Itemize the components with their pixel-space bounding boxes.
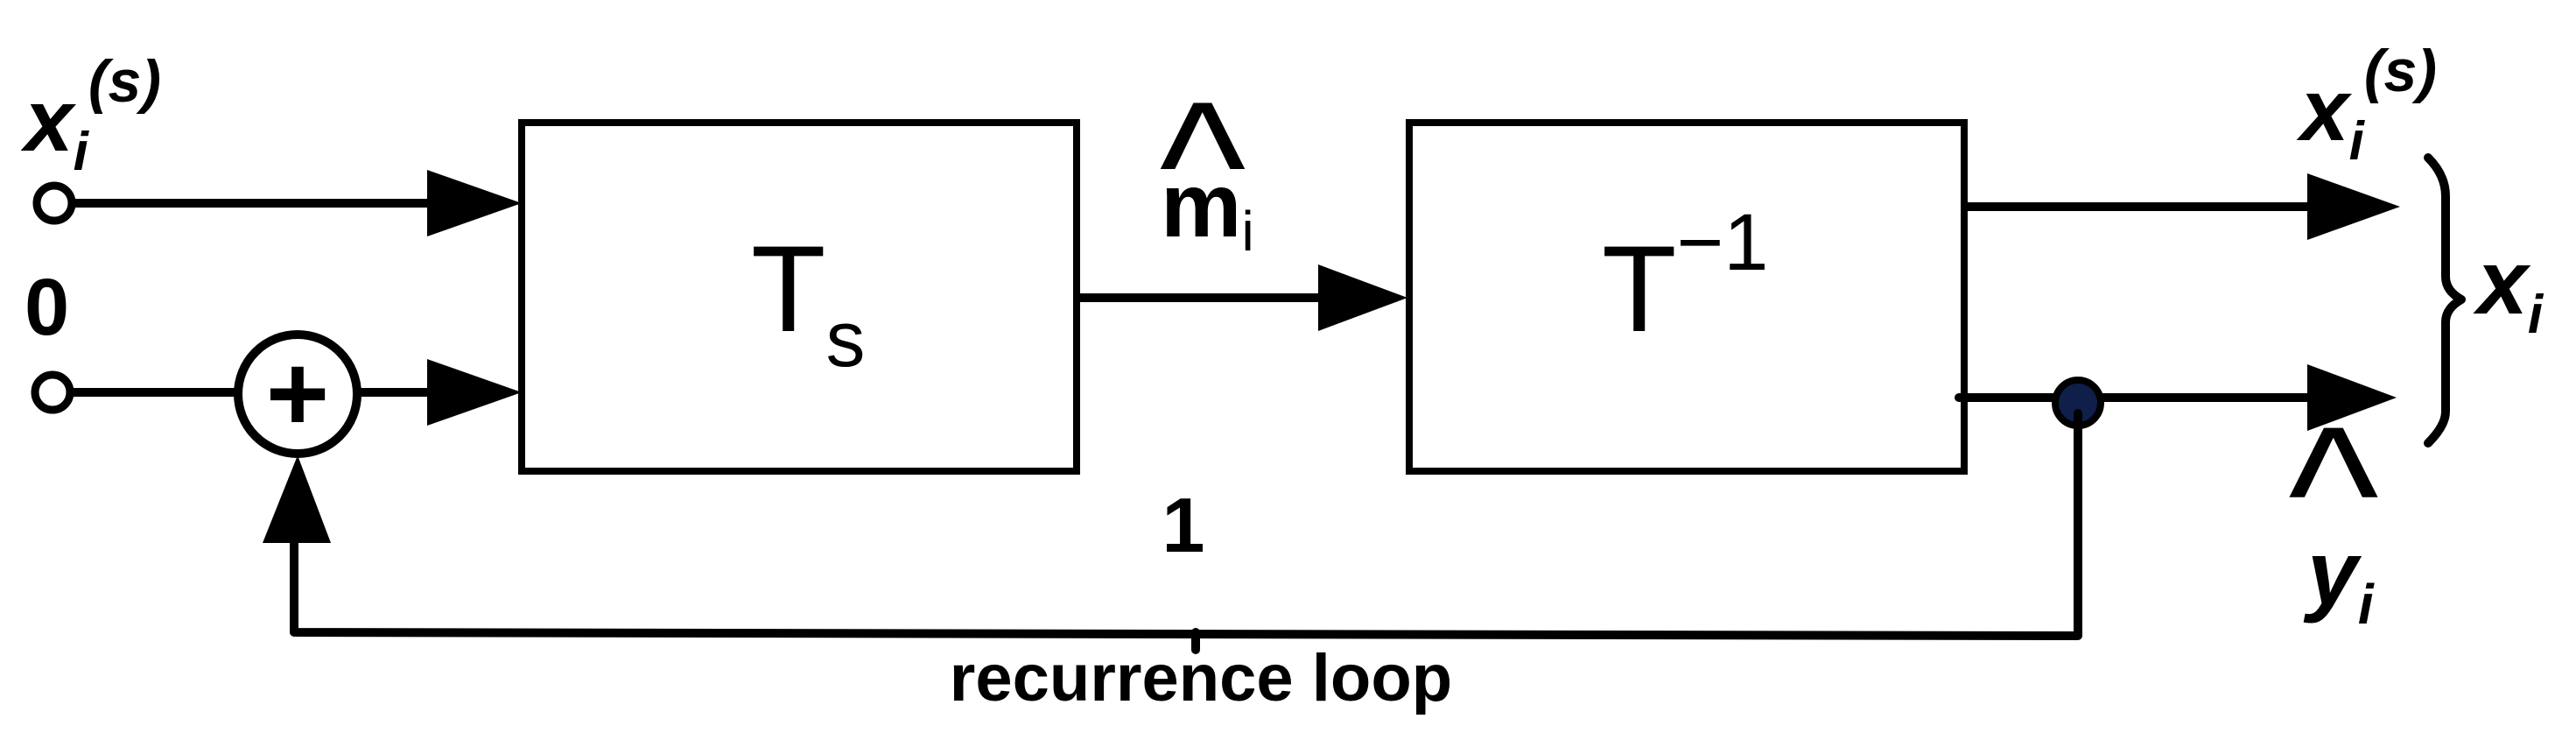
input-terminal-top	[32, 181, 76, 225]
output-brace	[2424, 153, 2466, 448]
block-ts-main: T	[751, 220, 826, 357]
output-bottom-sub: i	[2358, 573, 2375, 636]
mid-signal-hat: ^	[1160, 63, 1246, 269]
output-bottom-hat: ^	[2288, 386, 2378, 602]
mid-signal-var: m	[1161, 155, 1241, 257]
input-top-label: xi (s)	[20, 48, 161, 182]
block-tinv-main: T	[1602, 220, 1677, 357]
input-top-var: x	[20, 72, 76, 170]
block-ts-label: Ts	[751, 220, 866, 384]
feedback-loop-wire	[290, 409, 2082, 640]
block-tinv-label: T−1	[1602, 198, 1768, 357]
output-bottom-var: y	[2303, 523, 2362, 624]
input-top-arrowhead	[427, 170, 522, 236]
input-top-sup: (s)	[88, 48, 161, 115]
mid-signal-sub: i	[1241, 200, 1253, 263]
output-top-label: xi (s)	[2296, 38, 2437, 172]
adder-output-arrowhead	[427, 359, 522, 426]
mid-signal-label: mi	[1161, 155, 1254, 263]
middle-arrowhead	[1318, 264, 1407, 331]
block-tinv	[1406, 119, 1968, 475]
loop-index: 1	[1162, 482, 1205, 568]
output-bottom-arrowhead	[2307, 364, 2397, 431]
block-ts-sub: s	[826, 296, 866, 384]
input-bottom-label: 0	[25, 263, 69, 352]
loop-label: recurrence loop	[950, 641, 1452, 715]
output-bottom-label: yi	[2303, 523, 2375, 636]
adder-symbol: +	[266, 334, 329, 455]
input-top-sub: i	[74, 122, 90, 182]
output-group-var: x	[2473, 232, 2531, 334]
output-group-label: xi	[2473, 232, 2544, 345]
output-top-var: x	[2296, 61, 2352, 159]
output-top-sub: i	[2349, 111, 2366, 172]
output-top-arrowhead	[2307, 173, 2400, 240]
output-top-sup: (s)	[2364, 38, 2437, 104]
feedback-arrowhead	[263, 455, 331, 543]
block-tinv-sup: −1	[1677, 198, 1769, 287]
block-ts	[518, 119, 1080, 475]
output-group-sub: i	[2528, 285, 2544, 345]
input-terminal-bottom	[31, 370, 74, 414]
